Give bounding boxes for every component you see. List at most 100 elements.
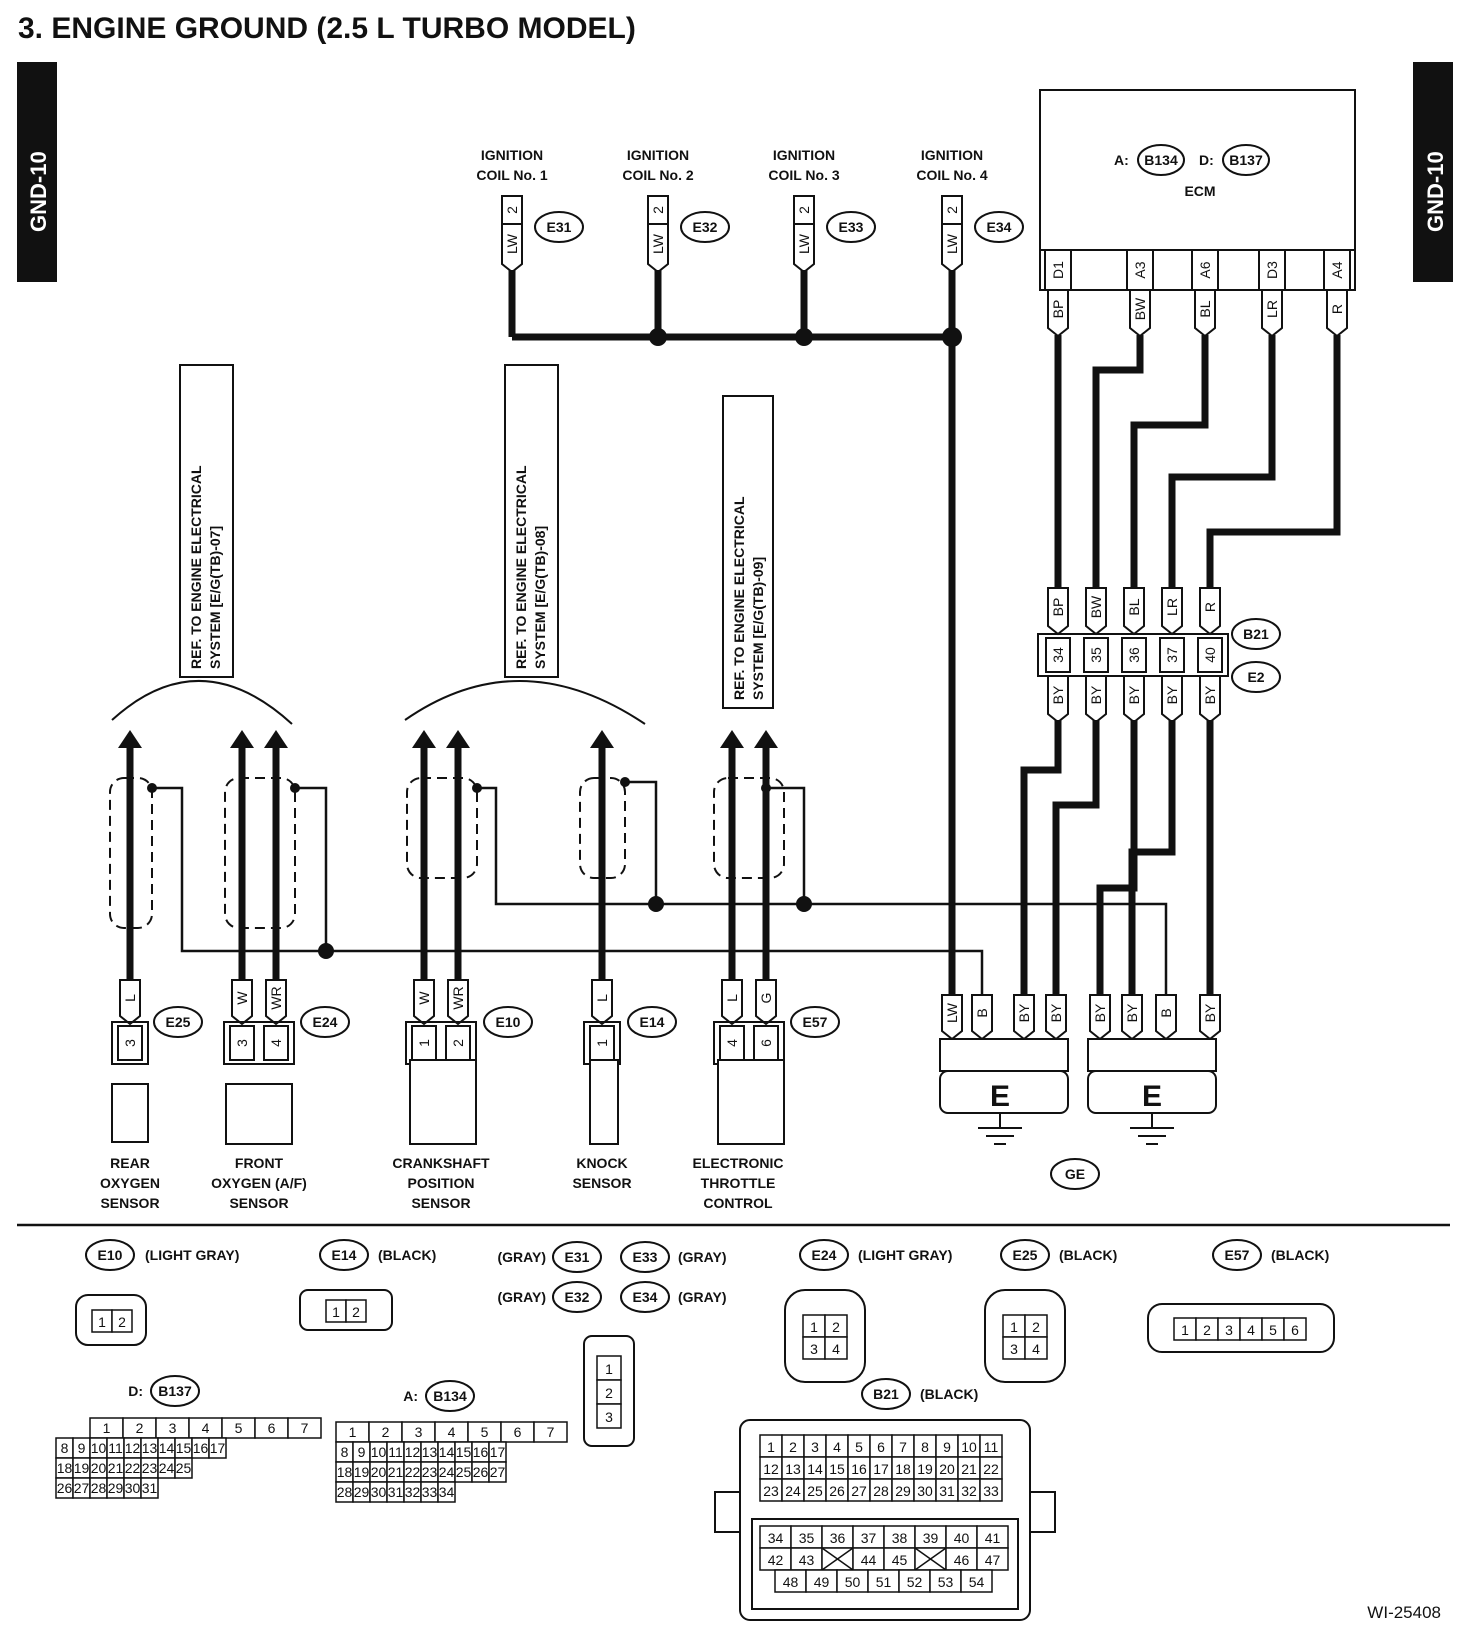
svg-text:2: 2 bbox=[136, 1420, 144, 1436]
coil-wire: LW bbox=[793, 223, 815, 274]
ground-wire: B bbox=[971, 994, 993, 1041]
arrow-up-icon bbox=[590, 730, 614, 748]
joint-pin-36: 36 bbox=[1121, 637, 1147, 673]
svg-text:IGNITION: IGNITION bbox=[773, 147, 835, 163]
svg-text:2: 2 bbox=[944, 206, 960, 214]
legend-coil-pin: 3 bbox=[605, 1409, 613, 1425]
page-tag-right: GND-10 bbox=[1413, 62, 1453, 282]
sensor-body bbox=[717, 1059, 785, 1145]
svg-text:3: 3 bbox=[415, 1424, 423, 1440]
svg-text:18: 18 bbox=[337, 1464, 353, 1480]
svg-text:36: 36 bbox=[830, 1530, 846, 1546]
svg-text:26: 26 bbox=[57, 1480, 73, 1496]
ground-terminal bbox=[939, 1038, 1069, 1072]
svg-text:E25: E25 bbox=[1013, 1247, 1038, 1263]
svg-text:6: 6 bbox=[514, 1424, 522, 1440]
svg-text:39: 39 bbox=[923, 1530, 939, 1546]
svg-text:GND-10: GND-10 bbox=[26, 151, 51, 232]
svg-text:B: B bbox=[974, 1008, 990, 1017]
svg-text:43: 43 bbox=[799, 1552, 815, 1568]
svg-text:4: 4 bbox=[202, 1420, 210, 1436]
svg-text:LW: LW bbox=[504, 233, 520, 254]
svg-text:38: 38 bbox=[892, 1530, 908, 1546]
sensor-connector-E57: E57 bbox=[790, 1006, 840, 1038]
svg-text:E10: E10 bbox=[496, 1014, 521, 1030]
svg-text:14: 14 bbox=[159, 1440, 175, 1456]
svg-text:20: 20 bbox=[91, 1460, 107, 1476]
sensor-connector-E25: E25 bbox=[153, 1006, 203, 1038]
svg-text:L: L bbox=[122, 994, 138, 1002]
svg-text:31: 31 bbox=[142, 1480, 158, 1496]
svg-text:22: 22 bbox=[983, 1461, 999, 1477]
svg-text:E33: E33 bbox=[839, 219, 864, 235]
svg-text:2: 2 bbox=[352, 1304, 360, 1320]
svg-text:13: 13 bbox=[422, 1444, 438, 1460]
svg-text:1: 1 bbox=[103, 1420, 111, 1436]
ground-harness bbox=[1020, 720, 1214, 995]
svg-text:4: 4 bbox=[1247, 1322, 1255, 1338]
sensor-connector bbox=[111, 1021, 149, 1065]
ground-wire: BY bbox=[1089, 994, 1111, 1041]
svg-text:44: 44 bbox=[861, 1552, 877, 1568]
joint-pin-37: 37 bbox=[1159, 637, 1185, 673]
sensor-name-line2: THROTTLE bbox=[701, 1175, 776, 1191]
joint-conn-top: B21 bbox=[1231, 618, 1281, 650]
svg-text:5: 5 bbox=[1269, 1322, 1277, 1338]
sensor-name-line3: SENSOR bbox=[229, 1195, 288, 1211]
svg-text:1: 1 bbox=[1181, 1322, 1189, 1338]
svg-text:5: 5 bbox=[481, 1424, 489, 1440]
joint-top-wire: LR bbox=[1161, 587, 1183, 636]
shield-outline bbox=[224, 777, 296, 929]
legend-E32: E32 bbox=[552, 1281, 602, 1313]
svg-text:3: 3 bbox=[234, 1039, 250, 1047]
ground-eyelet bbox=[939, 1070, 1069, 1114]
ecm-pin-D1: D1 bbox=[1050, 261, 1066, 279]
svg-text:16: 16 bbox=[851, 1461, 867, 1477]
svg-text:32: 32 bbox=[405, 1484, 421, 1500]
svg-text:BW: BW bbox=[1132, 297, 1148, 320]
svg-text:19: 19 bbox=[917, 1461, 933, 1477]
svg-text:LW: LW bbox=[944, 233, 960, 254]
shield-outline bbox=[406, 777, 478, 879]
svg-text:28: 28 bbox=[873, 1483, 889, 1499]
svg-text:22: 22 bbox=[125, 1460, 141, 1476]
sensor-pin: 2 bbox=[445, 1025, 471, 1061]
svg-text:6: 6 bbox=[1291, 1322, 1299, 1338]
svg-text:42: 42 bbox=[768, 1552, 784, 1568]
svg-text:8: 8 bbox=[921, 1439, 929, 1455]
legend-B21-color: (BLACK) bbox=[920, 1386, 978, 1402]
ecm-label: ECM bbox=[1184, 183, 1215, 199]
ecm-wire-LR: LR bbox=[1261, 289, 1283, 338]
svg-text:10: 10 bbox=[961, 1439, 977, 1455]
legend-B137-prefix: D: bbox=[128, 1383, 143, 1399]
svg-text:47: 47 bbox=[985, 1552, 1001, 1568]
sensor-connector-E10: E10 bbox=[483, 1006, 533, 1038]
coil-wire: LW bbox=[501, 223, 523, 274]
svg-text:B134: B134 bbox=[433, 1388, 467, 1404]
svg-text:15: 15 bbox=[456, 1444, 472, 1460]
svg-text:27: 27 bbox=[74, 1480, 90, 1496]
sensor-name-line3: SENSOR bbox=[411, 1195, 470, 1211]
svg-text:23: 23 bbox=[142, 1460, 158, 1476]
svg-text:E24: E24 bbox=[812, 1247, 837, 1263]
ground-wire: BY bbox=[1045, 994, 1067, 1041]
sensor-pin: 4 bbox=[719, 1025, 745, 1061]
svg-text:33: 33 bbox=[983, 1483, 999, 1499]
svg-text:24: 24 bbox=[439, 1464, 455, 1480]
legend-B134-prefix: A: bbox=[403, 1388, 418, 1404]
reference-arcs bbox=[111, 680, 646, 725]
sensor-body bbox=[589, 1059, 619, 1145]
svg-text:4: 4 bbox=[1032, 1341, 1040, 1357]
svg-text:2: 2 bbox=[650, 206, 666, 214]
svg-text:2: 2 bbox=[504, 206, 520, 214]
svg-text:BY: BY bbox=[1092, 1003, 1108, 1022]
